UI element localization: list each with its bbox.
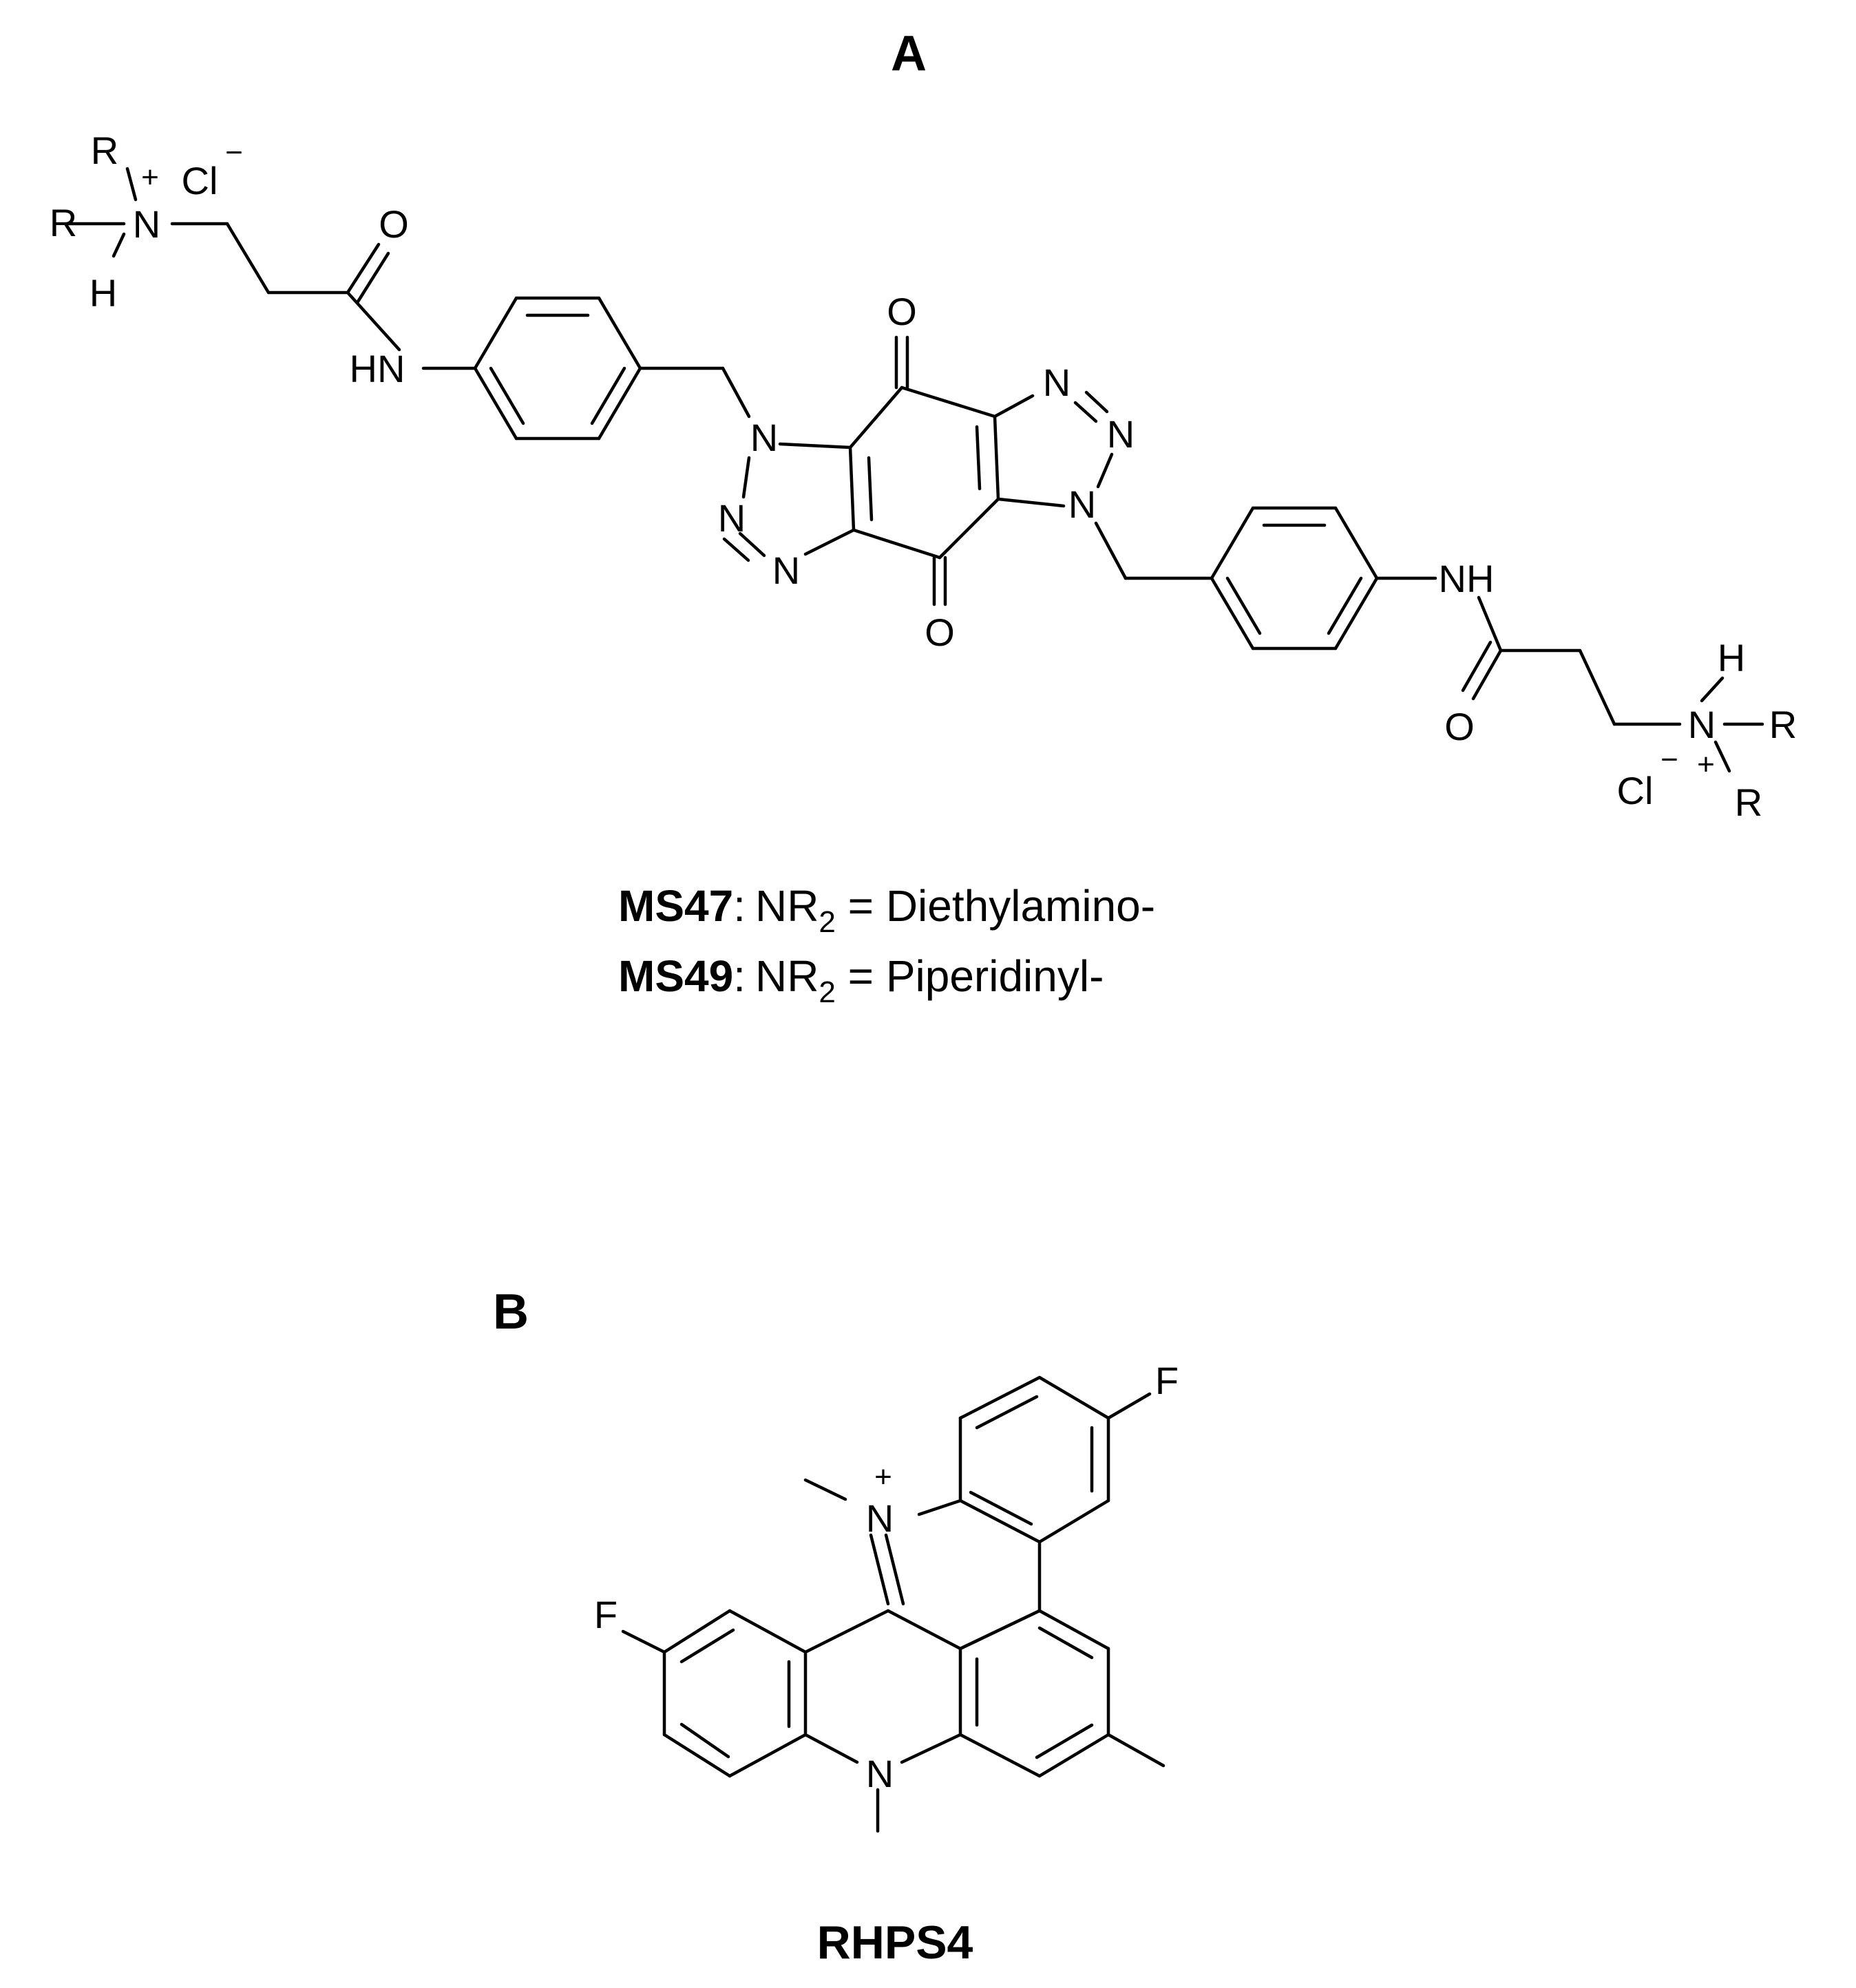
legend-ms47-rest: = Diethylamino- [836, 881, 1155, 931]
atom-f-left: F [594, 1593, 618, 1636]
compound-a-structure [67, 167, 1764, 773]
legend-ms47-nr: NR [755, 881, 819, 931]
atom-nh-right: NH [1439, 557, 1495, 600]
panel-b-label: B [493, 1284, 529, 1340]
legend-ms49-sep: : [733, 951, 746, 1001]
panel-a-label: A [891, 26, 927, 81]
atom-n-plus-right: N [1688, 703, 1716, 746]
legend-ms49-sub: 2 [819, 975, 835, 1009]
atom-f-top: F [1155, 1359, 1179, 1402]
atom-o-amide-left: O [379, 202, 409, 246]
atom-n2-triazole: N [718, 496, 746, 540]
atom-r-right: R [1769, 703, 1797, 746]
legend-ms49-nr: NR [755, 951, 819, 1001]
atom-cl-left: Cl [182, 159, 218, 202]
charge-plus-b: + [874, 1460, 892, 1494]
charge-plus-left: + [141, 160, 159, 194]
legend-line-ms47: MS47:NR2 = Diethylamino- [618, 881, 1155, 939]
charge-minus-left: − [225, 136, 243, 169]
legend-ms47-compound: MS47 [618, 881, 733, 931]
compound-b-structure [621, 1375, 1166, 1833]
charge-minus-right: − [1660, 743, 1678, 776]
legend-ms47-sep: : [733, 881, 746, 931]
atom-n-plus-b: N [866, 1497, 894, 1540]
atom-n3-triazole: N [772, 549, 800, 592]
atom-cl-right: Cl [1617, 769, 1654, 812]
atom-h-left: H [89, 271, 117, 315]
legend-ms47-sub: 2 [819, 905, 835, 939]
atom-n6-triazole: N [1068, 483, 1096, 526]
charge-plus-right: + [1697, 748, 1715, 781]
atom-hn-left: HN [350, 347, 405, 390]
legend-line-ms49: MS49:NR2 = Piperidinyl- [618, 951, 1104, 1009]
atom-r-left: R [50, 201, 77, 244]
atom-n4-triazole: N [1043, 361, 1071, 404]
atom-r-top: R [91, 129, 118, 172]
atom-o-bottom-quinone: O [925, 611, 955, 654]
atom-n-plus-left: N [133, 202, 160, 246]
atom-n5-triazole: N [1107, 412, 1135, 456]
atom-r-bottom: R [1735, 781, 1762, 824]
atom-n1-triazole: N [750, 416, 778, 459]
atom-o-amide-right: O [1444, 705, 1475, 748]
atom-n-bottom-b: N [866, 1752, 894, 1795]
atom-h-right: H [1718, 636, 1745, 679]
compound-name-rhps4: RHPS4 [817, 1916, 973, 1969]
legend-ms49-rest: = Piperidinyl- [836, 951, 1104, 1001]
legend-ms49-compound: MS49 [618, 951, 733, 1001]
atom-o-top-quinone: O [887, 290, 917, 333]
